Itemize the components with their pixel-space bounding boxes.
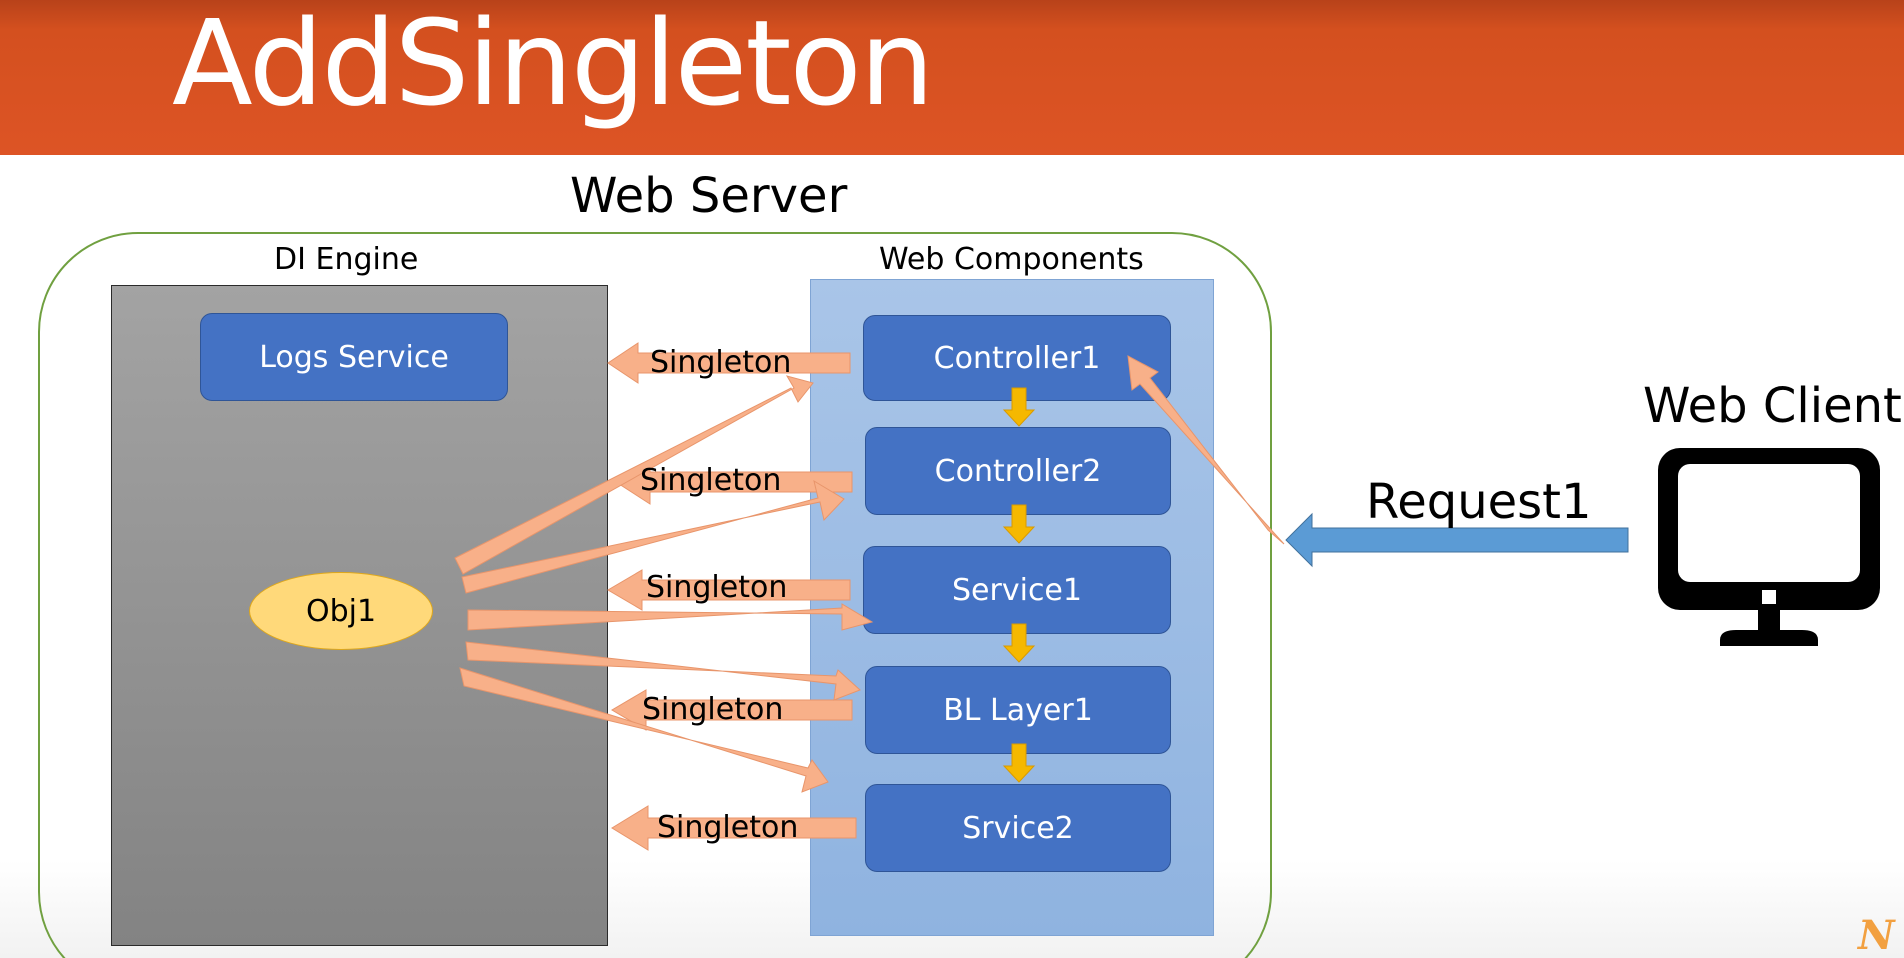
inject-arrow-bl-layer1 (465, 641, 861, 701)
title-bar: AddSingleton (0, 0, 1904, 155)
request-arrow (1285, 512, 1629, 568)
slide-title: AddSingleton (172, 0, 934, 132)
srvice2-box: Srvice2 (865, 784, 1171, 872)
web-components-label: Web Components (879, 242, 1144, 277)
singleton-label-1: Singleton (650, 345, 792, 380)
request1-label: Request1 (1366, 474, 1592, 530)
service1-box: Service1 (863, 546, 1171, 634)
channel-logo: N (1858, 912, 1895, 958)
singleton-arrow-4 (611, 689, 853, 731)
inject-arrow-srvice2 (459, 667, 829, 793)
monitor-icon (1658, 448, 1880, 646)
singleton-arrow-1 (607, 342, 851, 384)
singleton-label-5: Singleton (657, 810, 799, 845)
web-server-label: Web Server (570, 168, 848, 224)
singleton-label-4: Singleton (642, 692, 784, 727)
singleton-arrow-3 (607, 569, 851, 611)
singleton-label-3: Singleton (646, 570, 788, 605)
bl-layer1-box: BL Layer1 (865, 666, 1171, 754)
inject-arrow-service1 (467, 603, 874, 631)
singleton-arrow-5 (611, 805, 857, 851)
flow-arrow-2 (1002, 504, 1036, 544)
inject-arrow-controller2 (461, 479, 845, 594)
route-arrow-controller1 (1127, 355, 1285, 545)
flow-arrow-1 (1002, 387, 1036, 427)
logs-service-box: Logs Service (200, 313, 508, 401)
obj1-ellipse: Obj1 (249, 572, 433, 650)
singleton-label-2: Singleton (640, 463, 782, 498)
di-engine-label: DI Engine (274, 242, 419, 277)
controller1-box: Controller1 (863, 315, 1171, 401)
inject-arrow-controller1 (454, 375, 814, 575)
web-client-label: Web Client (1643, 378, 1902, 434)
flow-arrow-4 (1002, 743, 1036, 783)
flow-arrow-3 (1002, 623, 1036, 663)
web-server-boundary (38, 232, 1272, 958)
